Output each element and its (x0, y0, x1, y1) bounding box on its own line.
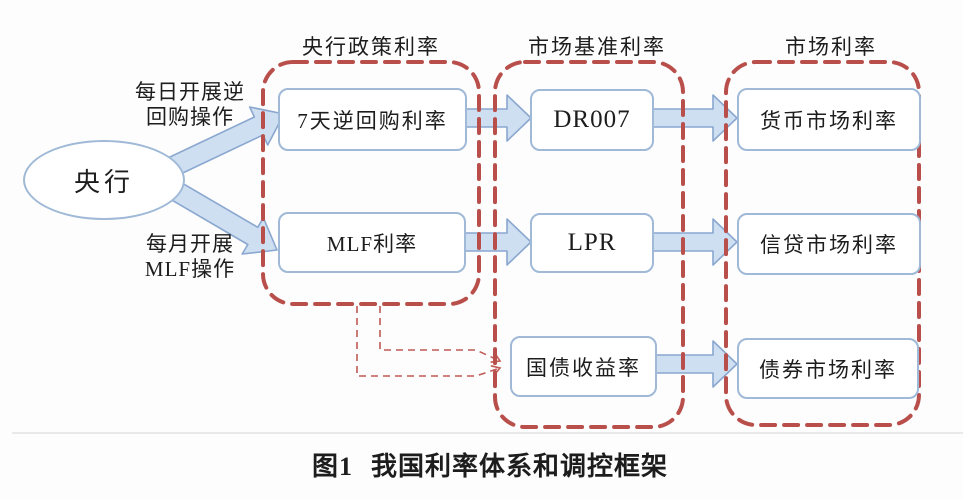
node-credit-market-rate: 信贷市场利率 (737, 213, 921, 275)
figure-caption: 图1 我国利率体系和调控框架 (312, 446, 668, 483)
arrow-lpr-to-credit-market (644, 218, 738, 266)
figure-caption-number: 图1 (311, 452, 353, 481)
arrow-dr007-to-money-market (644, 94, 738, 142)
operation-label-daily-repo-line1: 每日开展逆 (135, 80, 245, 104)
column-title-policy-rates: 央行政策利率 (302, 35, 440, 59)
operation-label-monthly-mlf-line2: MLF操作 (144, 257, 236, 281)
arrow-treasury-to-bond-market (647, 340, 738, 388)
figure-bottom-divider (12, 432, 963, 434)
dashed-arrow-policy-to-treasury-lower (356, 306, 502, 377)
arrow-centralbank-to-mlf-rate (170, 181, 278, 255)
node-money-market-rate: 货币市场利率 (737, 88, 921, 151)
dashed-arrow-policy-to-treasury-upper (379, 306, 502, 364)
operation-label-monthly-mlf-line1: 每月开展 (146, 232, 234, 256)
node-bond-market-rate: 债券市场利率 (737, 338, 919, 399)
operation-label-daily-repo-line2: 回购操作 (146, 105, 234, 129)
central-bank-label: 央行 (73, 167, 134, 197)
operation-label-daily-repo: 每日开展逆 回购操作 (135, 80, 245, 130)
node-treasury-yield: 国债收益率 (510, 336, 657, 397)
central-bank-node: 央行 (23, 140, 185, 220)
column-title-benchmark-rates: 市场基准利率 (528, 35, 666, 59)
column-title-market-rates: 市场利率 (785, 35, 877, 59)
node-7day-reverse-repo-rate: 7天逆回购利率 (278, 88, 467, 151)
node-dr007: DR007 (530, 89, 654, 151)
node-lpr: LPR (530, 213, 654, 273)
node-mlf-rate: MLF利率 (278, 212, 466, 273)
figure-caption-title: 我国利率体系和调控框架 (371, 452, 669, 481)
operation-label-monthly-mlf: 每月开展 MLF操作 (145, 232, 235, 282)
group-policy-rates-border (261, 60, 481, 306)
group-benchmark-rates-border (493, 60, 685, 429)
